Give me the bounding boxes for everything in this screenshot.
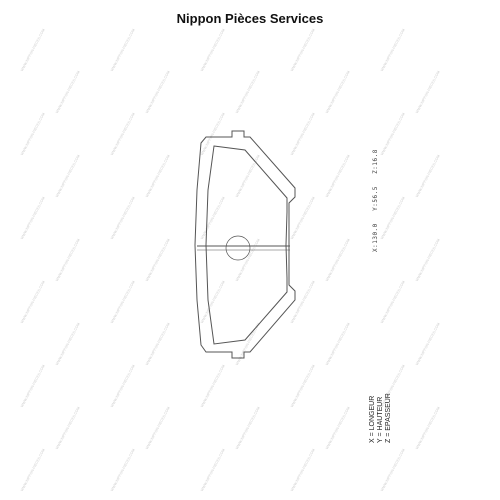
brand-title: Nippon Pièces Services xyxy=(176,11,324,26)
dimension-labels: X:130.0 Y:56.5 Z:16.8 xyxy=(372,149,379,252)
legend-y: Y = HAUTEUR xyxy=(377,396,384,443)
dimension-z: Z:16.8 xyxy=(372,149,379,174)
legend-x: X = LONGEUR xyxy=(369,395,376,443)
wear-indicator-circle xyxy=(225,235,251,261)
legend-z: Z = EPASSEUR xyxy=(385,393,392,443)
dimension-y: Y:56.5 xyxy=(372,186,379,211)
friction-material-outline xyxy=(205,145,288,345)
dimension-x: X:130.0 xyxy=(372,223,379,252)
pad-backing-plate-outline xyxy=(194,130,296,359)
